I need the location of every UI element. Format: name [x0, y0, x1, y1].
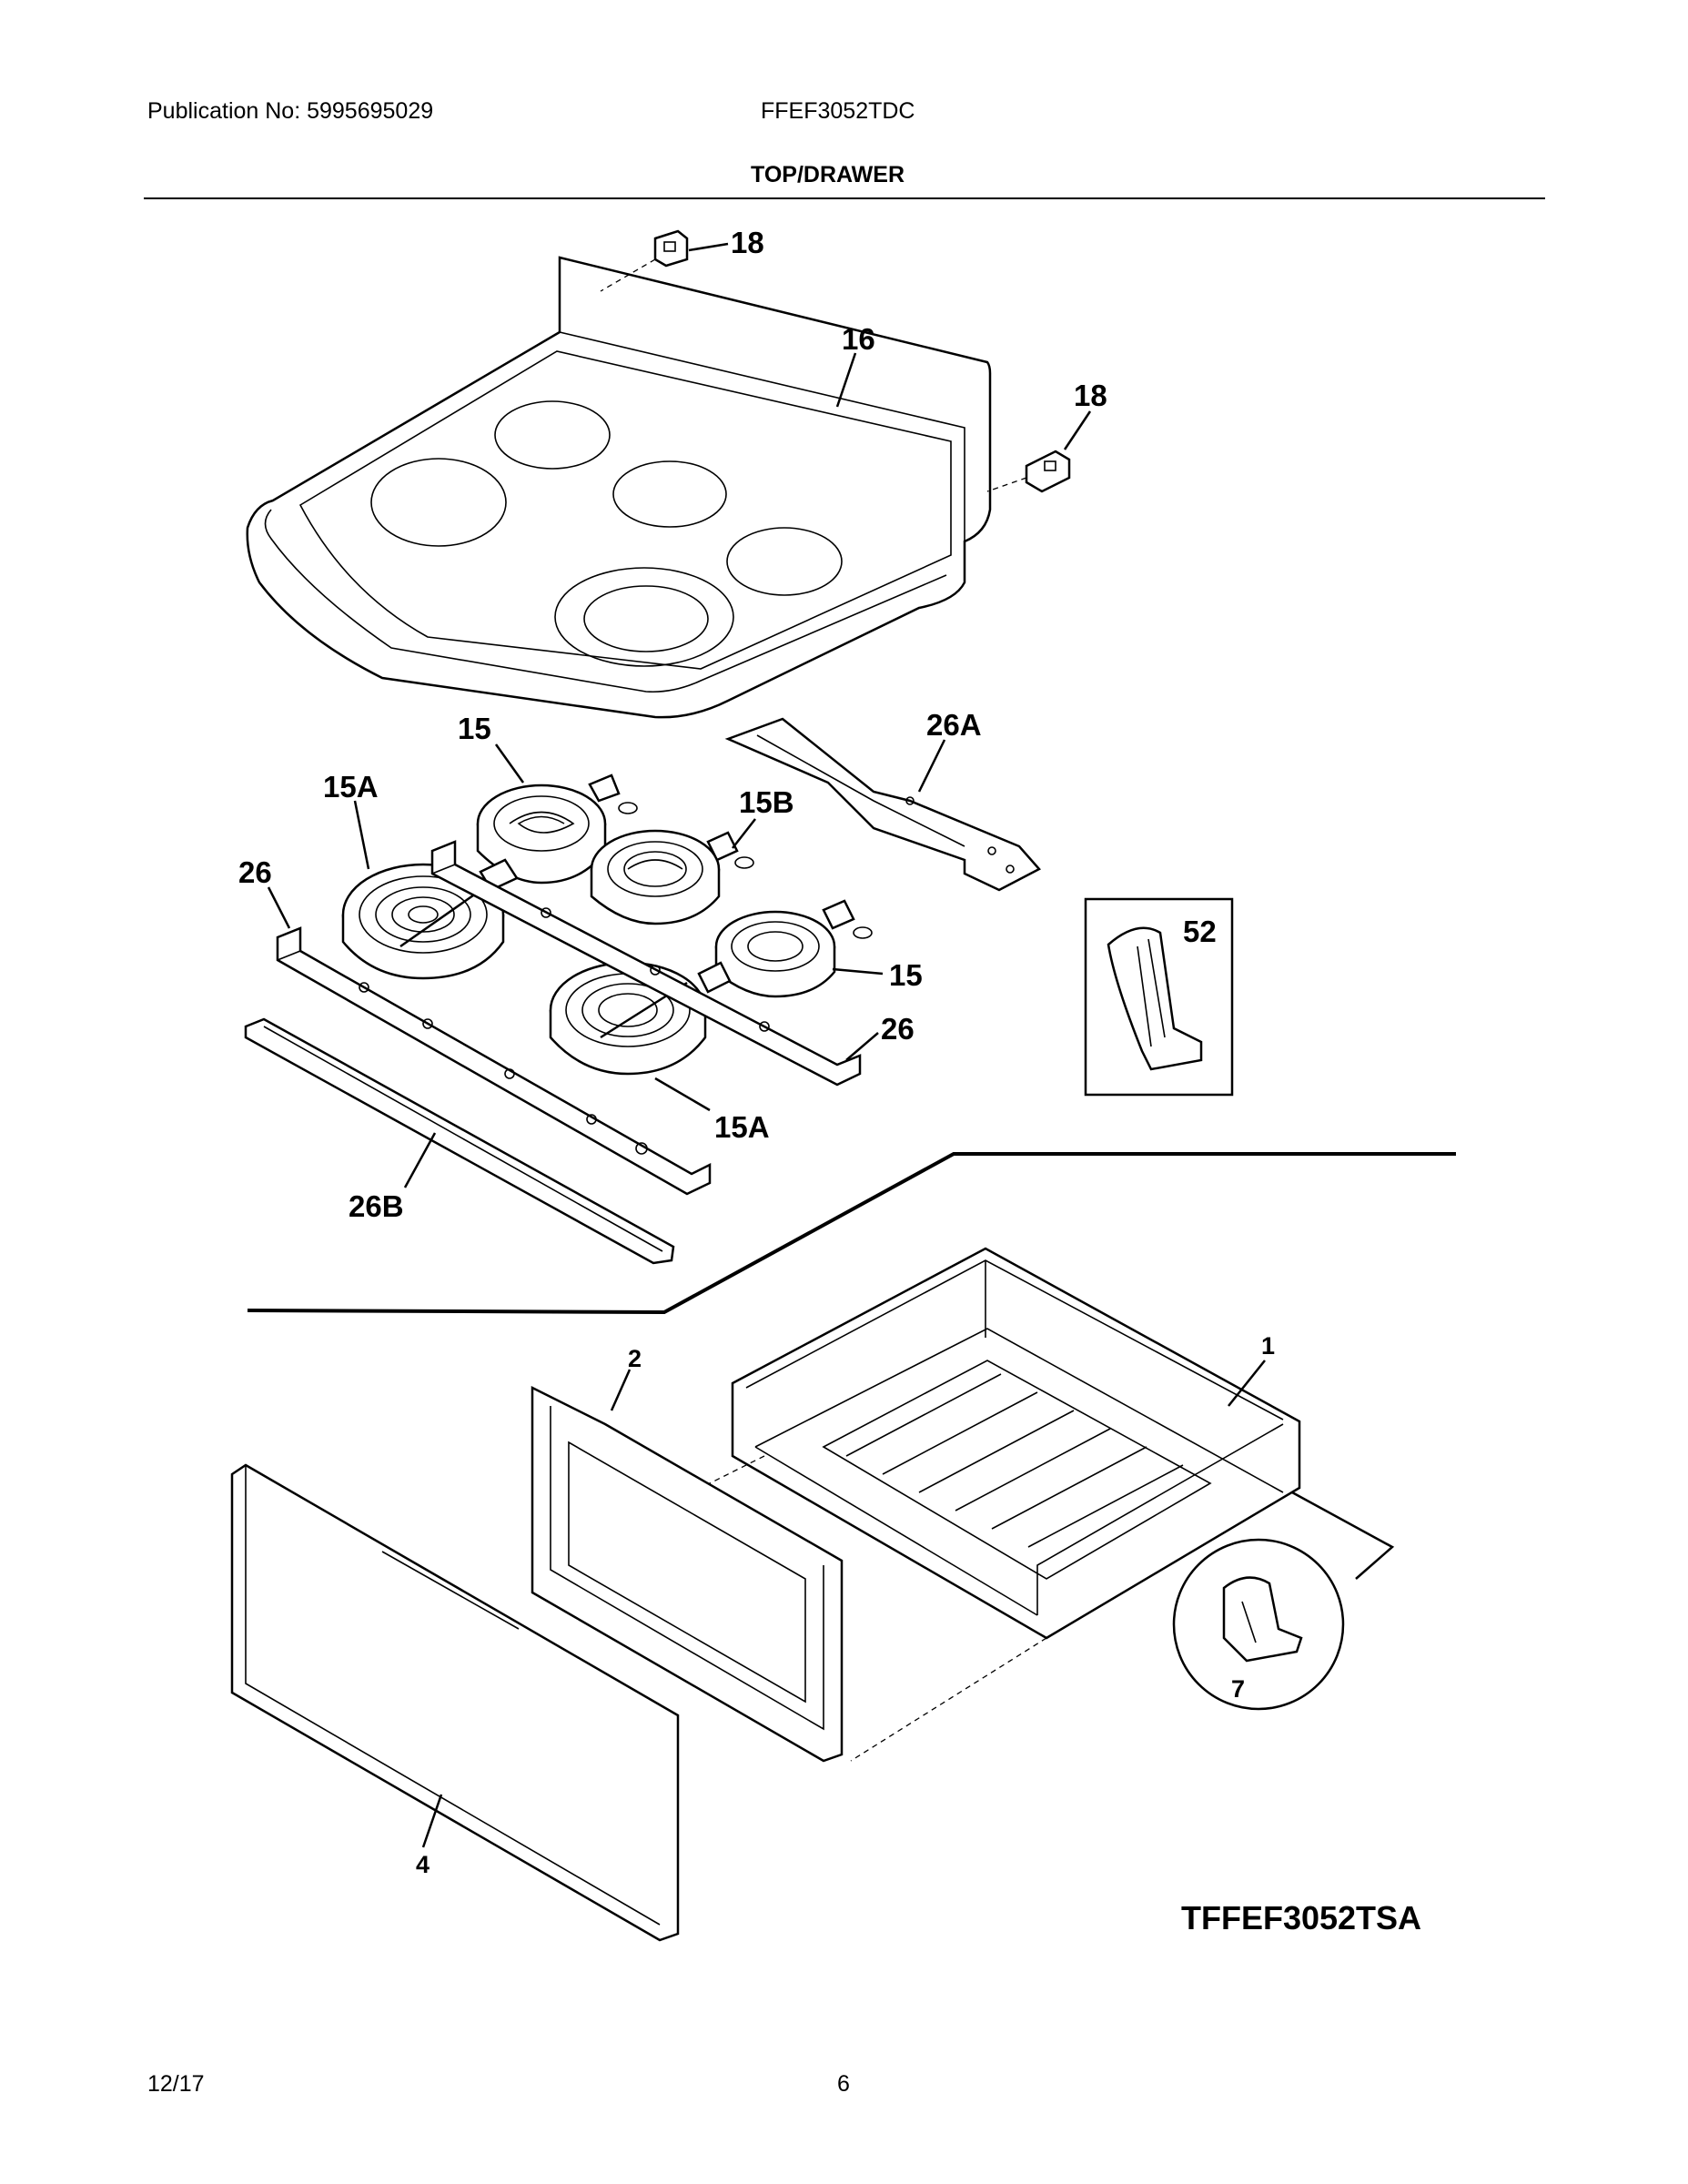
callout-52: 52 [1183, 915, 1217, 948]
callout-4: 4 [416, 1851, 430, 1878]
detail-box-part-52 [1084, 897, 1234, 1097]
callout-26-left: 26 [238, 855, 272, 889]
header-divider [144, 197, 1545, 199]
callout-16: 16 [842, 322, 875, 356]
burner-part-15A-bottom [549, 961, 732, 1112]
support-rail-part-26-left [267, 886, 712, 1196]
callout-2: 2 [628, 1345, 642, 1372]
drawer-frame-part-2 [531, 1369, 844, 1763]
callout-26-right: 26 [881, 1012, 915, 1046]
cooktop-part-16 [246, 256, 992, 719]
callout-1: 1 [1261, 1332, 1275, 1360]
callout-15A-bottom: 15A [714, 1110, 770, 1144]
burner-part-15-right [714, 899, 884, 998]
burner-part-15B [590, 818, 756, 925]
bracket-part-18-right [986, 410, 1092, 493]
callout-15-right: 15 [889, 958, 923, 992]
harness-part-26A [724, 717, 1041, 892]
detail-circle-part-7 [1172, 1538, 1345, 1711]
drawer-body-part-1 [700, 1247, 1395, 1762]
bracket-part-18-left [600, 229, 729, 292]
leader-16 [835, 352, 857, 408]
support-rail-part-26-right [430, 840, 879, 1087]
callout-15A-left: 15A [323, 770, 379, 804]
footer-date: 12/17 [147, 2071, 205, 2097]
callout-26A: 26A [926, 708, 982, 742]
callout-15-top: 15 [458, 712, 491, 745]
callout-18-top: 18 [731, 226, 764, 259]
callout-7: 7 [1231, 1675, 1245, 1703]
trim-strip-part-26B [244, 1017, 675, 1265]
drawer-front-part-4 [230, 1463, 680, 1942]
diagram-code: TFFEF3052TSA [1181, 1899, 1421, 1936]
footer-page-number: 6 [837, 2071, 850, 2097]
callout-18-right: 18 [1074, 379, 1107, 412]
publication-number: Publication No: 5995695029 [147, 98, 434, 124]
section-divider-line [247, 1152, 1456, 1315]
callout-15B: 15B [739, 785, 794, 819]
model-number: FFEF3052TDC [761, 98, 915, 124]
section-title: TOP/DRAWER [751, 162, 905, 187]
callout-26B: 26B [349, 1189, 404, 1223]
